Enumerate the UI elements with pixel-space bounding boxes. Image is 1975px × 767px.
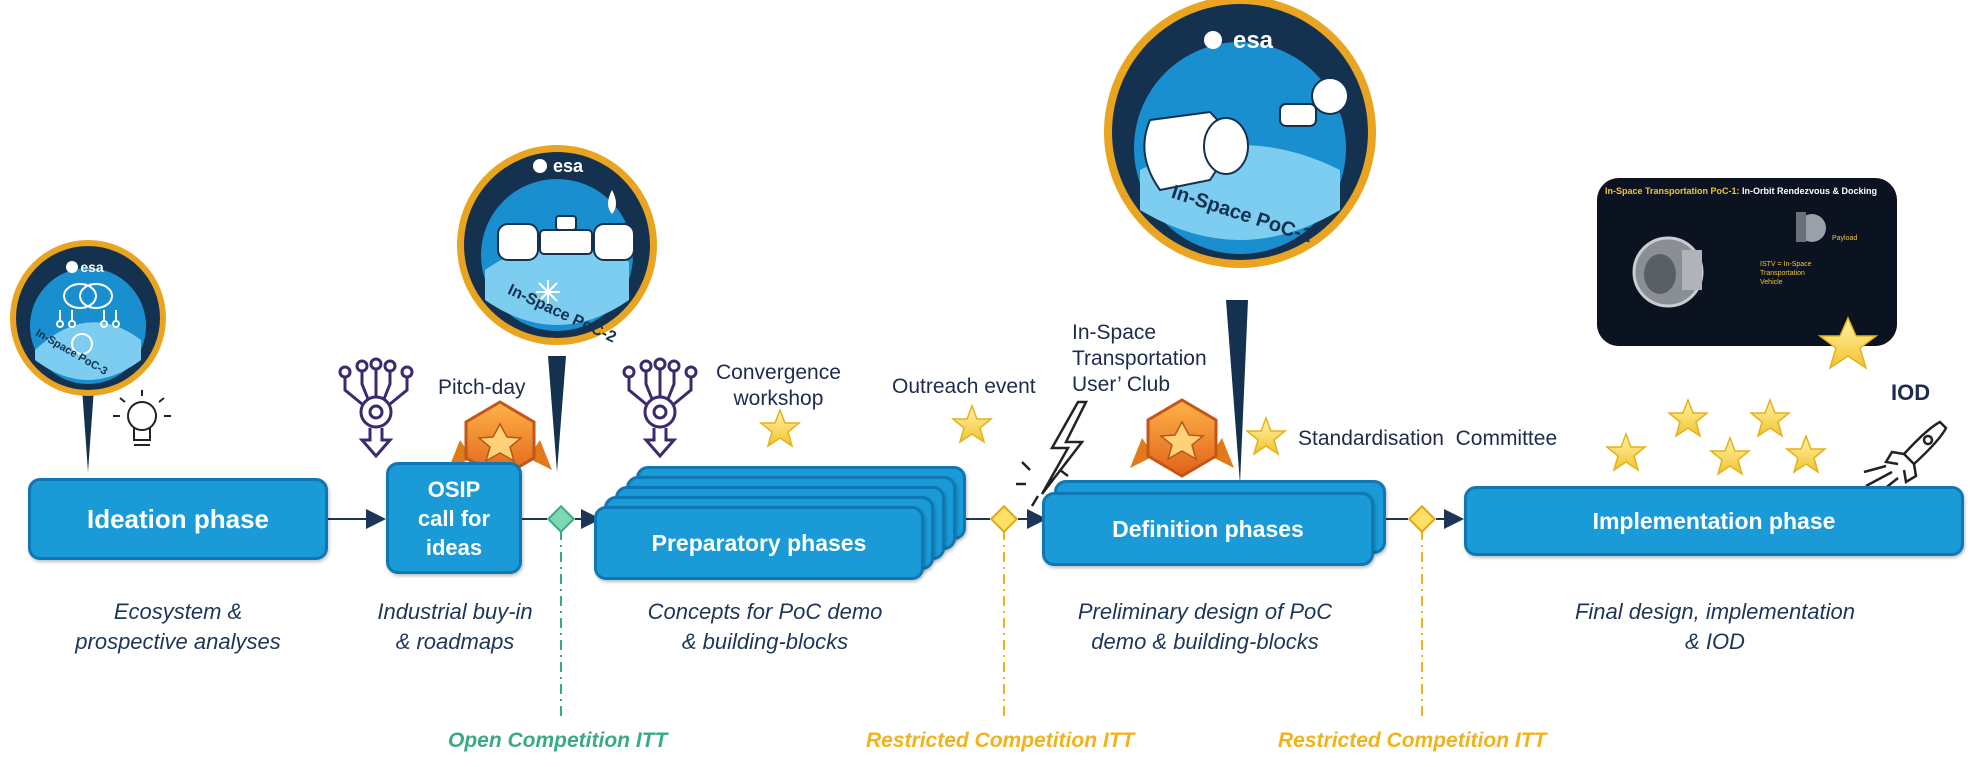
lightbulb-icon [113, 390, 171, 446]
star-icon [950, 403, 994, 444]
convergence-workshop-label: Convergence workshop [716, 360, 841, 412]
poc3-agency: esa [80, 259, 104, 275]
star-icon [1784, 433, 1828, 474]
lightning-icon [1016, 400, 1089, 507]
star-icon [1604, 431, 1648, 472]
photo-label-line3: Vehicle [1760, 279, 1783, 286]
osip-desc-line2: & roadmaps [395, 629, 515, 654]
osip-label-line1: OSIP [427, 476, 481, 502]
poc3-patch: esa In-Space PoC-3 [10, 240, 166, 472]
definition-description: Preliminary design of PoC demo & buildin… [1040, 597, 1370, 657]
restricted-competition-itt-label-2: Restricted Competition ITT [1278, 729, 1547, 752]
preparatory-phase-box: Preparatory phases [594, 506, 924, 580]
photo-label-payload: Payload [1832, 235, 1857, 242]
open-competition-itt-label: Open Competition ITT [448, 729, 668, 752]
idea-tree-icon-osip [338, 357, 414, 459]
definition-desc-line2: demo & building-blocks [1091, 629, 1319, 654]
svg-text:In-Space Transportation PoC-1:: In-Space Transportation PoC-1: In-Orbit … [1605, 186, 1877, 196]
ideation-desc-line1: Ecosystem & [113, 599, 243, 624]
ideation-desc-line2: prospective analyses [75, 629, 281, 654]
restricted-itt-1-diamond [989, 504, 1019, 534]
convergence-line1: Convergence [716, 361, 841, 384]
rendezvous-photo: In-Space Transportation PoC-1: In-Orbit … [1597, 178, 1897, 370]
ideation-phase-box: Ideation phase [28, 478, 328, 560]
star-icon [1666, 397, 1710, 438]
user-club-line3: User’ Club [1072, 373, 1171, 396]
implementation-desc-line1: Final design, implementation [1574, 599, 1856, 624]
itt-markers [546, 504, 1437, 718]
user-club-line2: Transportation [1072, 347, 1207, 370]
osip-description: Industrial buy-in & roadmaps [330, 597, 580, 657]
osip-label-line2: call for [417, 505, 491, 531]
iod-label: IOD [1891, 380, 1931, 405]
osip-call-box: OSIP call for ideas [386, 462, 522, 574]
open-itt-diamond [546, 504, 576, 534]
preparatory-desc-line2: & building-blocks [681, 629, 849, 654]
definition-desc-line1: Preliminary design of PoC [1077, 599, 1333, 624]
stars [758, 397, 1828, 476]
photo-star-icon [1817, 316, 1879, 370]
idea-tree-icon-preparatory [622, 357, 698, 459]
poc2-patch: esa In-Space PoC-2 [457, 145, 657, 472]
definition-phase-label: Definition phases [1112, 515, 1304, 542]
implementation-phase-box: Implementation phase [1464, 486, 1964, 556]
definition-phase-box: Definition phases [1042, 492, 1374, 566]
star-icon [1748, 397, 1792, 438]
medal-icon-user-club [1130, 398, 1234, 478]
restricted-itt-2-diamond [1407, 504, 1437, 534]
implementation-phase-label: Implementation phase [1592, 507, 1836, 534]
preparatory-desc-line1: Concepts for PoC demo [647, 599, 883, 624]
implementation-desc-line2: & IOD [1685, 629, 1745, 654]
outreach-event-label: Outreach event [892, 375, 1036, 398]
poc2-agency: esa [553, 156, 584, 176]
user-club-label: In-Space Transportation User’ Club [1072, 320, 1207, 398]
poc1-patch: esa In-Space PoC-1 [1104, 0, 1376, 484]
restricted-competition-itt-label-1: Restricted Competition ITT [866, 729, 1135, 752]
preparatory-phase-label: Preparatory phases [651, 529, 867, 556]
star-icon [1244, 415, 1288, 456]
convergence-line2: workshop [733, 387, 824, 410]
osip-label-line3: ideas [425, 534, 483, 560]
photo-caption-main: In-Orbit Rendezvous & Docking [1740, 186, 1878, 196]
pitch-day-label: Pitch-day [438, 376, 526, 399]
star-icon [1708, 435, 1752, 476]
osip-desc-line1: Industrial buy-in [377, 599, 533, 624]
photo-label-line2: Transportation [1760, 270, 1805, 277]
poc1-agency: esa [1233, 27, 1274, 54]
photo-caption-prefix: In-Space Transportation PoC-1: [1605, 186, 1740, 196]
rocket-icon [1863, 420, 1948, 495]
star-icon [758, 407, 802, 448]
standardisation-committee-label: Standardisation Committee [1298, 427, 1558, 450]
ideation-description: Ecosystem & prospective analyses [28, 597, 328, 657]
user-club-line1: In-Space [1072, 321, 1157, 344]
preparatory-description: Concepts for PoC demo & building-blocks [610, 597, 920, 657]
implementation-description: Final design, implementation & IOD [1520, 597, 1910, 657]
photo-label-line1: ISTV = In-Space [1760, 261, 1812, 268]
ideation-phase-label: Ideation phase [86, 503, 270, 534]
